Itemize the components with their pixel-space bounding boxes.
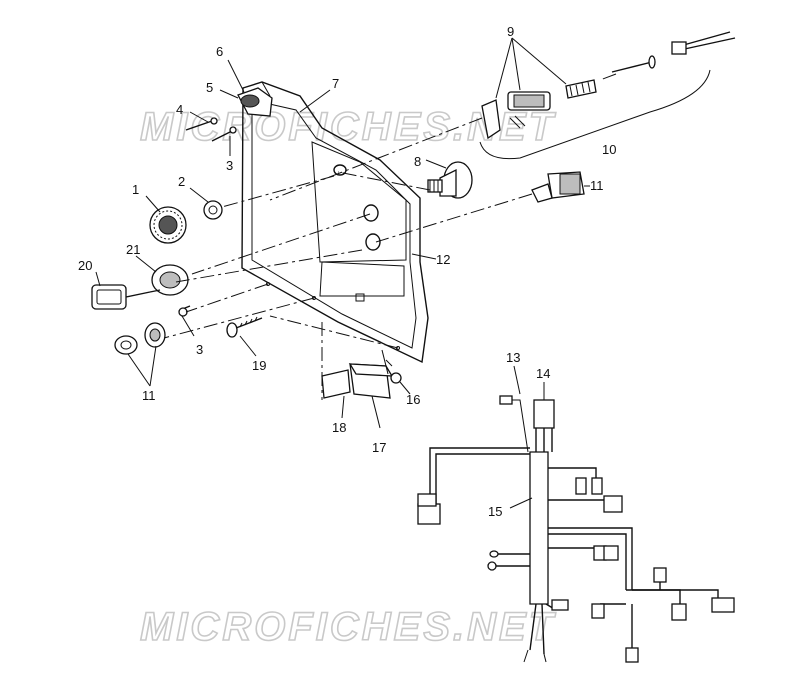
callout-18: 18	[332, 420, 346, 435]
callout-9: 9	[507, 24, 514, 39]
star-washer	[203, 200, 223, 220]
callout-2: 2	[178, 174, 185, 189]
small-screws	[178, 117, 237, 317]
callout-4: 4	[176, 102, 183, 117]
callout-15: 15	[488, 504, 502, 519]
callout-11-right: 11	[590, 178, 604, 193]
watermark-bottom: MICROFICHES.NET	[140, 605, 557, 649]
callout-1: 1	[132, 182, 139, 197]
kill-switch-assembly	[479, 31, 736, 160]
callout-5: 5	[206, 80, 213, 95]
panel-screw	[226, 316, 263, 338]
callout-3-upper: 3	[226, 158, 233, 173]
callout-labels: 1 2 3 3 4 5 6 7 8 9 10 11 11 12 13 14 15…	[78, 24, 616, 519]
callout-19: 19	[252, 358, 266, 373]
knurled-nut	[149, 206, 187, 244]
callout-16: 16	[406, 392, 420, 407]
callout-17: 17	[372, 440, 386, 455]
callout-20: 20	[78, 258, 92, 273]
callout-11-left: 11	[142, 388, 156, 403]
callout-3-lower: 3	[196, 342, 203, 357]
gauge	[427, 161, 473, 199]
callout-10: 10	[602, 142, 616, 157]
callout-14: 14	[536, 366, 550, 381]
ignition-key	[91, 284, 161, 310]
switch-clip	[114, 322, 166, 355]
alignment-lines	[163, 73, 617, 400]
callout-7: 7	[332, 76, 339, 91]
relay-bracket	[321, 349, 402, 399]
callout-6: 6	[216, 44, 223, 59]
leader-lines	[95, 37, 590, 509]
callout-13: 13	[506, 350, 520, 365]
callout-8: 8	[414, 154, 421, 169]
callout-12: 12	[436, 252, 450, 267]
wiring-harness	[417, 395, 735, 663]
instrument-panel	[237, 81, 429, 364]
toggle-switch	[531, 171, 585, 203]
callout-21: 21	[126, 242, 140, 257]
